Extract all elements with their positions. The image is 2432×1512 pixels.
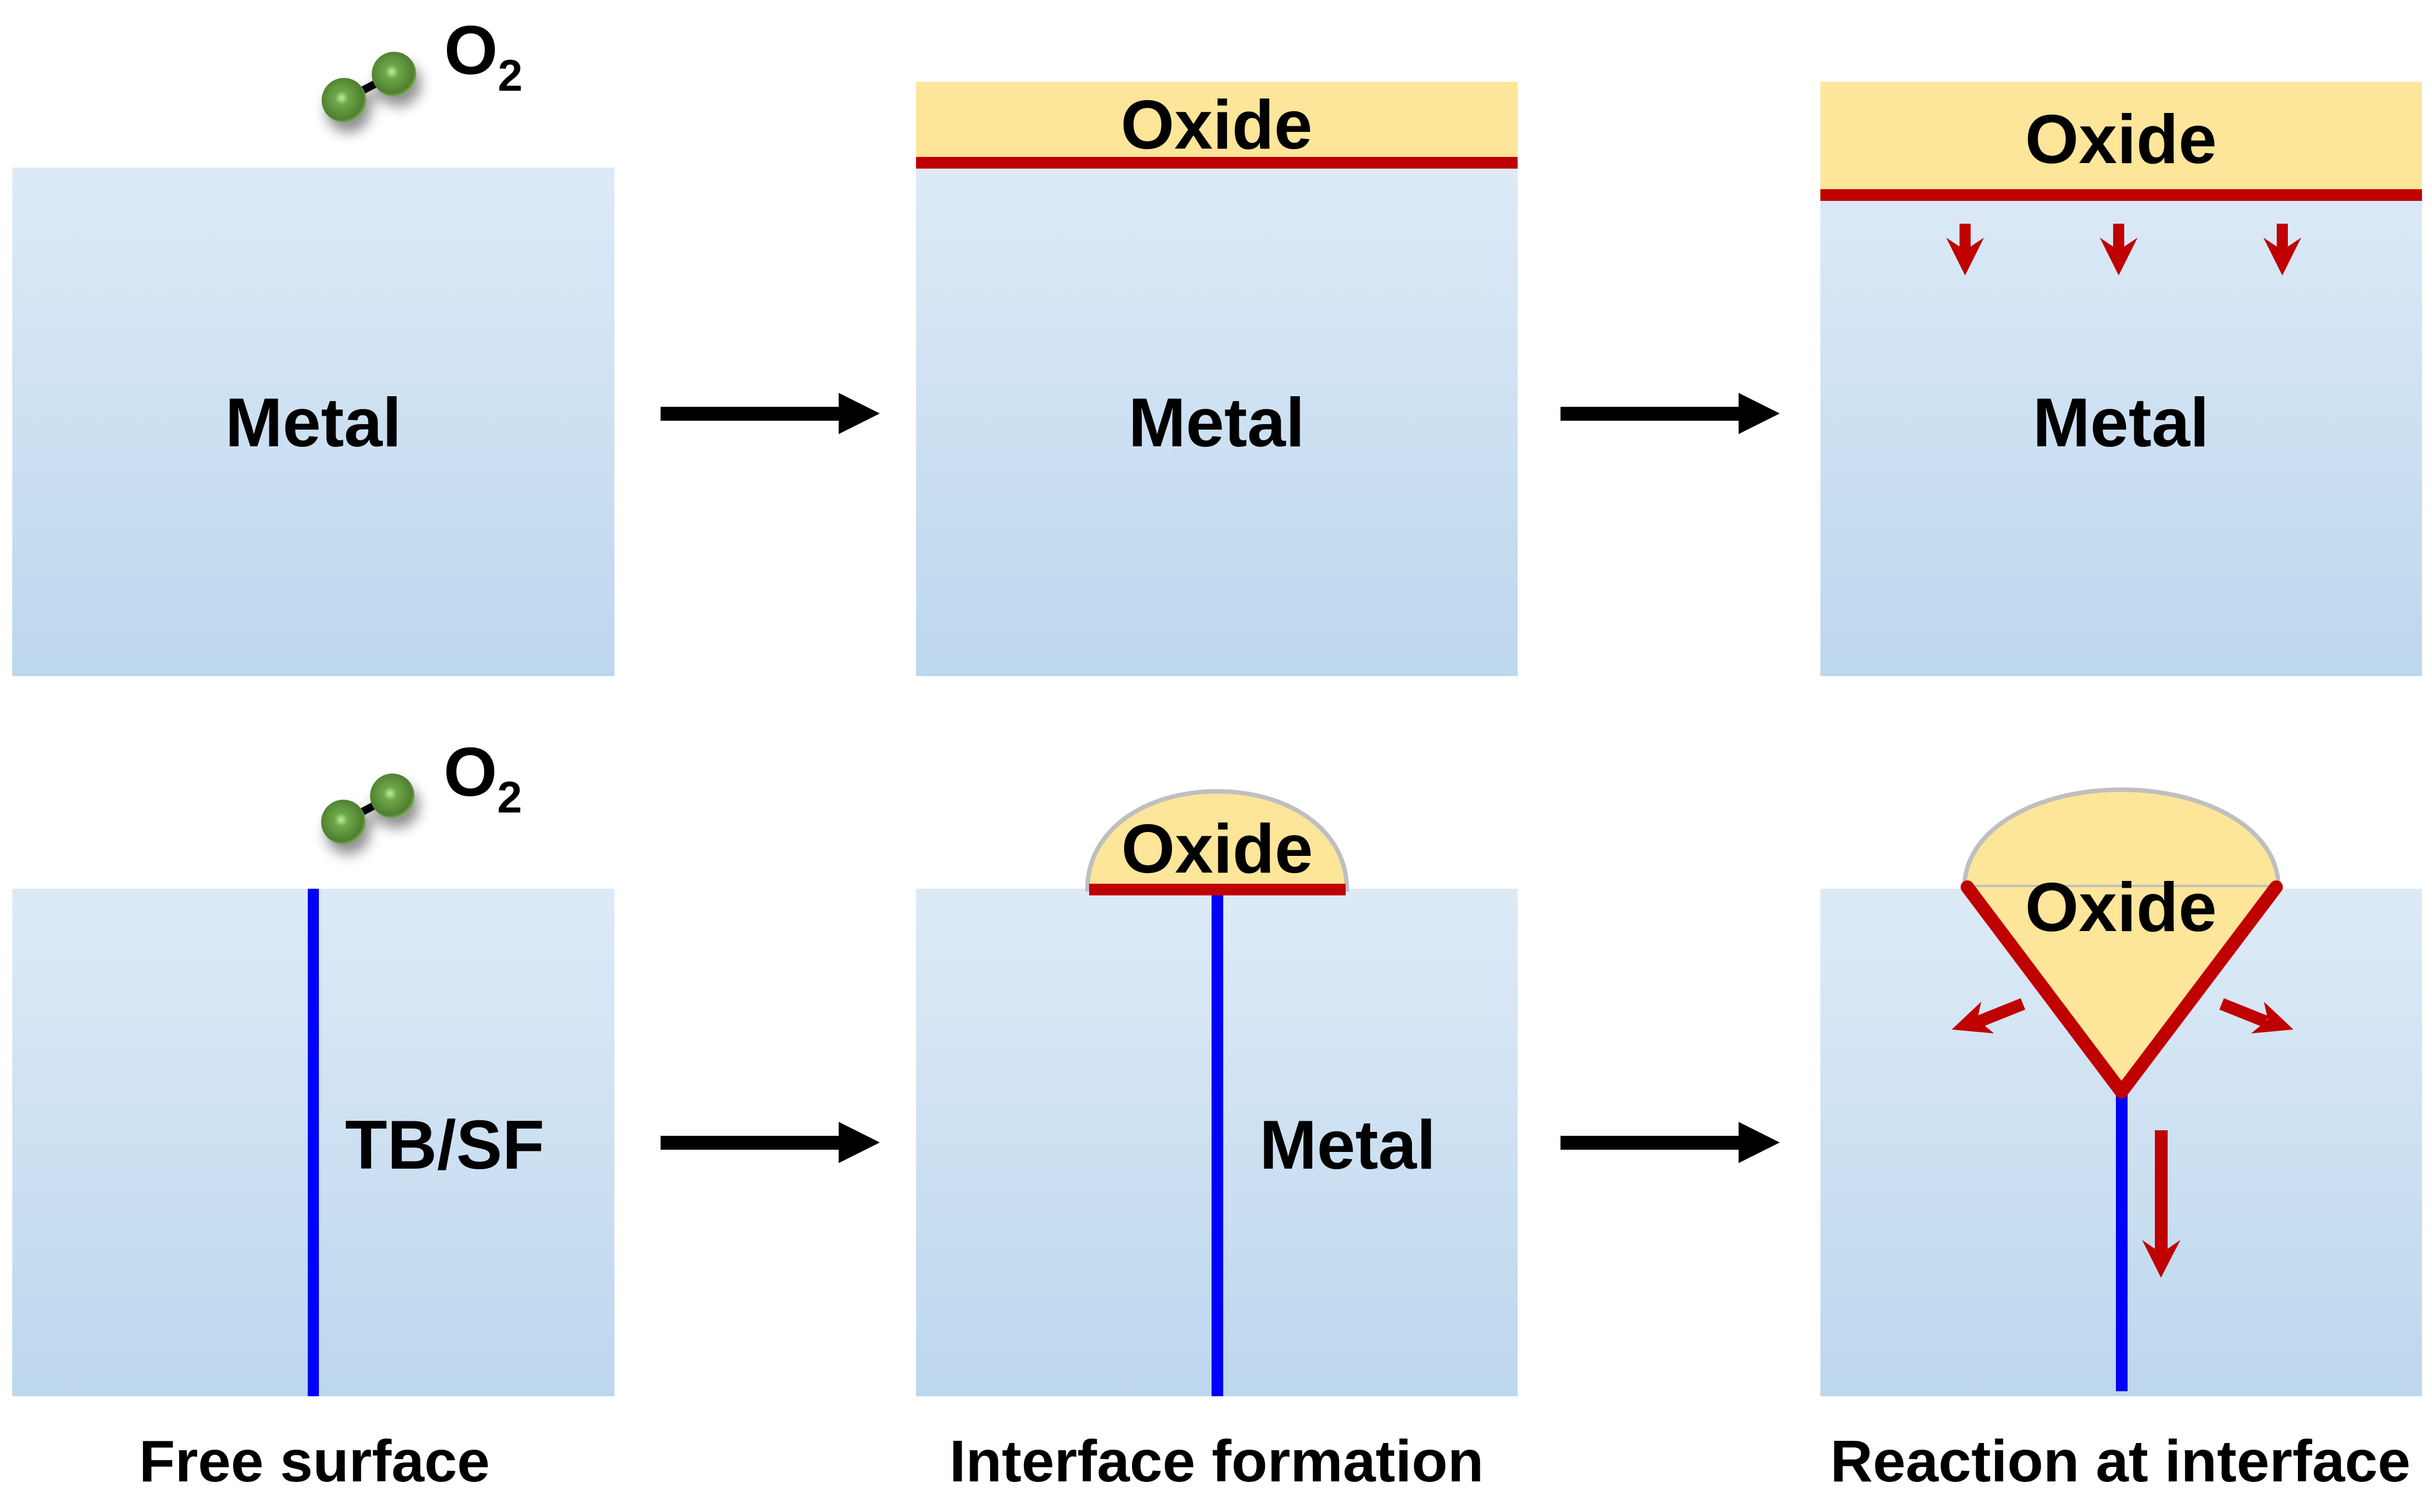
- metal-label: Metal: [1259, 1107, 1436, 1184]
- oxide-layer: [916, 82, 1518, 158]
- metal-label: Metal: [2033, 385, 2209, 461]
- panel-top-3: Oxide Metal: [1820, 82, 2422, 676]
- o2-label: O2: [444, 734, 522, 822]
- caption-interface-formation: Interface formation: [949, 1429, 1484, 1494]
- panel-bottom-1: O2 TB/SF: [12, 734, 614, 1396]
- process-arrow-icon: [1560, 1122, 1780, 1163]
- lateral-growth-arrow-left-icon: [1952, 998, 2026, 1033]
- o2-molecule-icon: [321, 774, 415, 844]
- caption-free-surface: Free surface: [139, 1429, 490, 1494]
- panel-bottom-2: Oxide Metal: [916, 789, 1518, 1396]
- oxide-label: Oxide: [2025, 869, 2217, 946]
- process-arrow-icon: [661, 393, 880, 434]
- oxide-label: Oxide: [1121, 87, 1313, 164]
- metal-block: [916, 168, 1518, 676]
- process-arrow-icon: [1560, 393, 1780, 434]
- panel-top-2: Oxide Metal: [916, 82, 1518, 676]
- oxide-metal-interface: [916, 157, 1518, 169]
- twin-boundary-line: [2116, 1091, 2128, 1391]
- o2-label: O2: [444, 12, 523, 100]
- oxide-label: Oxide: [1121, 811, 1313, 888]
- oxide-nucleus: [1085, 789, 1350, 892]
- oxide-label: Oxide: [2025, 101, 2217, 178]
- metal-block: [12, 168, 614, 676]
- caption-reaction-at-interface: Reaction at interface: [1830, 1429, 2411, 1494]
- panel-top-1: O2 Metal: [12, 12, 614, 676]
- oxide-metal-interface: [1820, 189, 2422, 201]
- tb-sf-label: TB/SF: [345, 1107, 544, 1184]
- oxide-metal-interface: [1961, 880, 2283, 1099]
- inward-growth-arrow-icon: [1946, 224, 1984, 275]
- twin-boundary-line: [1212, 895, 1223, 1396]
- oxide-metal-interface: [1089, 884, 1346, 895]
- downward-growth-arrow-icon: [2142, 1130, 2180, 1278]
- process-arrow-icon: [661, 1122, 880, 1163]
- panel-bottom-3: Oxide: [1820, 787, 2422, 1396]
- metal-label: Metal: [225, 385, 402, 461]
- oxide-wedge: [1965, 887, 2278, 1094]
- o2-molecule-icon: [322, 52, 416, 122]
- lateral-growth-arrow-right-icon: [2219, 998, 2293, 1033]
- inward-growth-arrow-icon: [2263, 224, 2301, 275]
- twin-boundary-line: [308, 889, 319, 1396]
- inward-growth-arrow-icon: [2100, 224, 2138, 275]
- oxide-dome: [1962, 787, 2281, 889]
- metal-label: Metal: [1129, 385, 1305, 461]
